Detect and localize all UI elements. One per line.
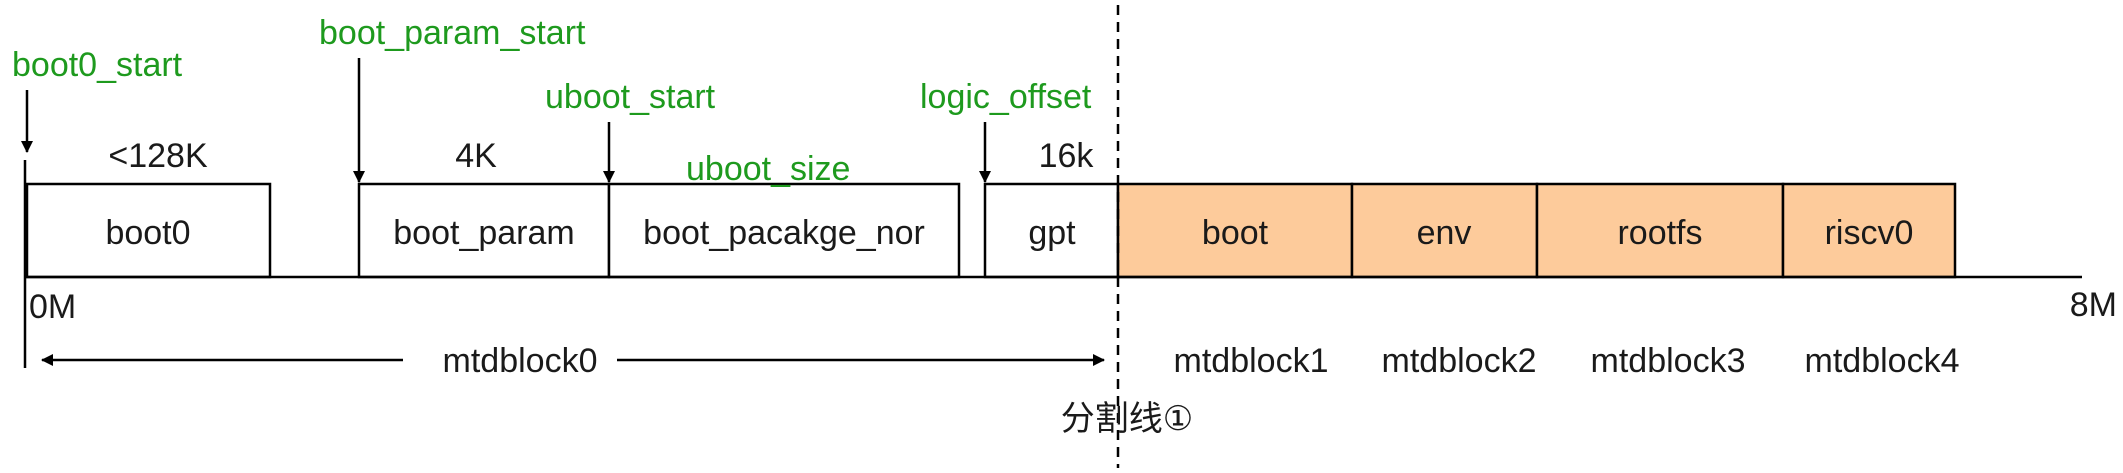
partition-boot-label: boot	[1202, 214, 1269, 252]
partition-env-rect	[1350, 182, 1539, 279]
block-boot-package-nor-label: boot_pacakge_nor	[643, 214, 925, 252]
size-boot0-label: <128K	[108, 137, 208, 175]
annotation-uboot-start: uboot_start	[545, 78, 716, 116]
partition-rootfs-label: rootfs	[1617, 214, 1702, 252]
annotation-boot0-start: boot0_start	[12, 46, 183, 84]
mtdblock4-label: mtdblock4	[1805, 342, 1960, 380]
partition-riscv0-label: riscv0	[1825, 214, 1914, 252]
partition-riscv0: riscv0	[1781, 182, 1957, 279]
block-gpt: gpt	[983, 182, 1120, 279]
size-boot-param-label: 4K	[455, 137, 497, 175]
block-boot-param-rect	[357, 182, 611, 279]
annotation-uboot-size: uboot_size	[686, 150, 850, 188]
mtdblock1-label: mtdblock1	[1174, 342, 1329, 380]
axis-start-label: 0M	[29, 288, 76, 326]
mtdblock3-label: mtdblock3	[1591, 342, 1746, 380]
block-boot-param-label: boot_param	[393, 214, 574, 252]
partition-riscv0-rect	[1781, 182, 1957, 279]
divider-label: 分割线①	[1061, 400, 1193, 438]
partition-env-label: env	[1417, 214, 1472, 252]
block-gpt-label: gpt	[1028, 214, 1076, 252]
mtdblock2-label: mtdblock2	[1382, 342, 1537, 380]
mtdblock0-label: mtdblock0	[443, 342, 598, 380]
block-boot0-label: boot0	[105, 214, 190, 252]
annotation-logic-offset: logic_offset	[920, 78, 1092, 116]
partition-boot: boot	[1116, 182, 1354, 279]
partition-env: env	[1350, 182, 1539, 279]
size-gpt-label: 16k	[1039, 137, 1095, 175]
block-boot-package-nor: boot_pacakge_nor	[607, 182, 961, 279]
axis-end-label: 8M	[2070, 286, 2117, 324]
block-boot0: boot0	[25, 182, 272, 279]
block-boot-param: boot_param	[357, 182, 611, 279]
annotation-boot-param-start: boot_param_start	[319, 14, 586, 52]
partition-rootfs: rootfs	[1535, 182, 1785, 279]
